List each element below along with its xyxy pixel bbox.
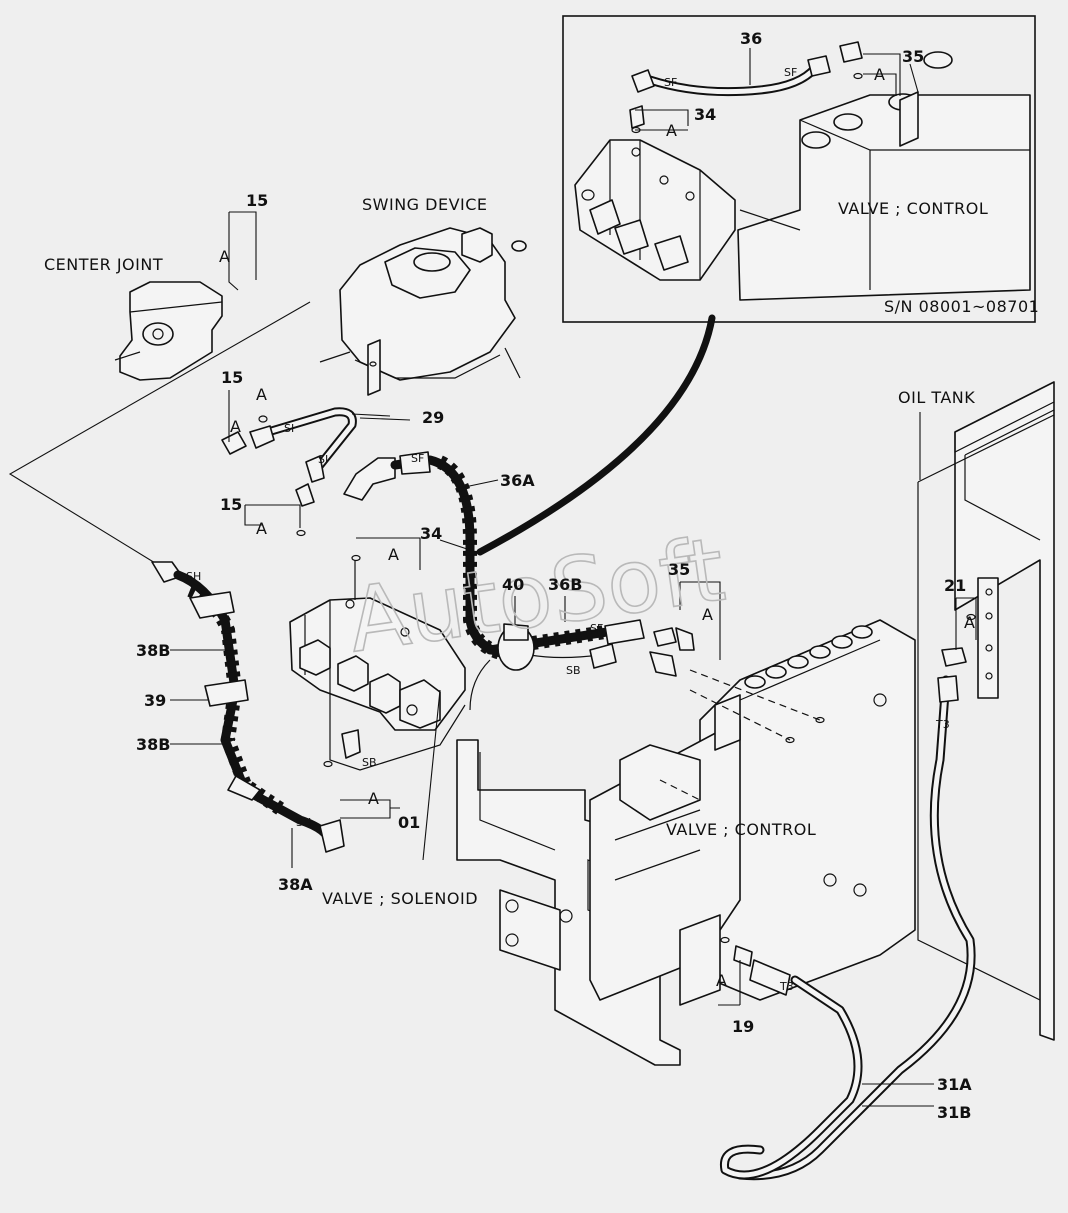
part-15-a: 15 <box>246 191 268 210</box>
label-valve-solenoid: VALVE ; SOLENOID <box>322 889 478 908</box>
ref-a-4: A <box>388 545 399 564</box>
ref-a-6: A <box>964 613 975 632</box>
label-valve-control-main: VALVE ; CONTROL <box>666 820 816 839</box>
label-swing-device: SWING DEVICE <box>362 195 488 214</box>
solenoid-valve <box>289 560 466 771</box>
fitting-sh-2: SH <box>296 816 311 829</box>
ref-a-2: A <box>256 385 267 404</box>
part-35-main: 35 <box>668 560 690 579</box>
dash-line-35 <box>659 669 821 801</box>
part-15-b: 15 <box>221 368 243 387</box>
part-38b-1: 38B <box>136 641 170 660</box>
part-34-main: 34 <box>420 524 442 543</box>
part-34-inset: 34 <box>694 105 716 124</box>
part-21: 21 <box>944 576 966 595</box>
oil-tank <box>917 381 1055 1041</box>
label-center-joint: CENTER JOINT <box>44 255 163 274</box>
label-valve-control-inset: VALVE ; CONTROL <box>838 199 988 218</box>
part-29: 29 <box>422 408 444 427</box>
fitting-sf-2: SF <box>590 622 603 635</box>
ref-a-9: A <box>666 121 677 140</box>
control-valve-main <box>589 619 916 1006</box>
ref-a-7: A <box>368 789 379 808</box>
part-36-inset: 36 <box>740 29 762 48</box>
center-joint <box>114 281 223 381</box>
part-40: 40 <box>502 575 524 594</box>
part-36b: 36B <box>548 575 582 594</box>
ref-a-3: A <box>256 519 267 538</box>
center-joint-link-line <box>8 301 311 567</box>
swing-device <box>319 227 527 396</box>
part-38b-2: 38B <box>136 735 170 754</box>
fitting-sf-inset-2: SF <box>784 66 797 79</box>
part-35-inset: 35 <box>902 47 924 66</box>
part-31b: 31B <box>937 1103 971 1122</box>
fitting-sb-2: SB <box>362 756 377 769</box>
part-31a: 31A <box>937 1075 972 1094</box>
part-15-c: 15 <box>220 495 242 514</box>
leader-lines <box>170 211 977 1107</box>
fitting-sf-1: SF <box>411 452 424 465</box>
label-oil-tank: OIL TANK <box>898 388 975 407</box>
hoses-31 <box>719 647 976 1181</box>
detail-inset <box>562 15 1036 323</box>
fitting-si-1: SI <box>284 422 294 435</box>
part-39: 39 <box>144 691 166 710</box>
clamp-40 <box>497 623 535 671</box>
fitting-si-2: SI <box>318 453 328 466</box>
ref-a-1: A <box>219 247 230 266</box>
fitting-t3-1: T3 <box>935 718 950 731</box>
fitting-sh-1: SH <box>186 570 201 583</box>
part-38a: 38A <box>278 875 313 894</box>
hose-38 <box>151 561 345 853</box>
label-serial-range: S/N 08001~08701 <box>884 297 1039 316</box>
fitting-sb-1: SB <box>566 664 581 677</box>
fitting-t3-2: T3 <box>779 980 794 993</box>
ref-a-5: A <box>702 605 713 624</box>
hose-29 <box>221 407 391 507</box>
part-36a: 36A <box>500 471 535 490</box>
inset-connector <box>476 314 716 556</box>
fitting-sf-inset-1: SF <box>664 76 677 89</box>
ref-a-8: A <box>716 971 727 990</box>
part-19: 19 <box>732 1017 754 1036</box>
ref-a-11: A <box>230 417 241 436</box>
ref-a-10: A <box>874 65 885 84</box>
valve-spool-caps <box>744 625 873 689</box>
part-01: 01 <box>398 813 420 832</box>
